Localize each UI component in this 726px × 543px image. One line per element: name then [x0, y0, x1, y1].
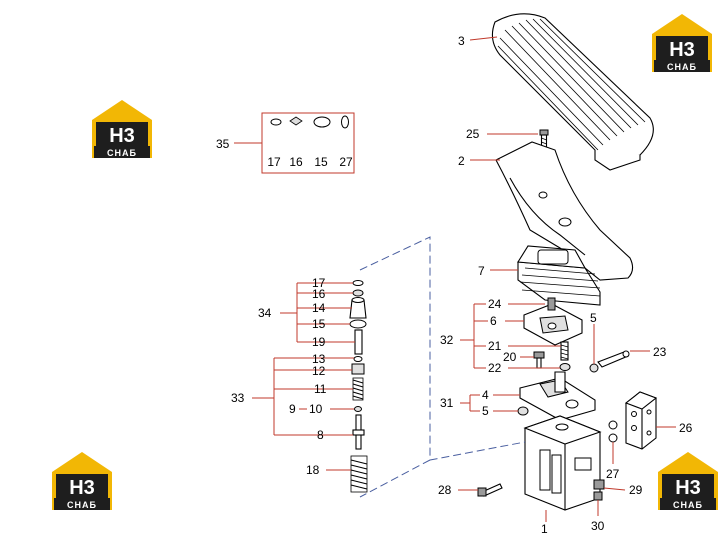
- nut-22: [559, 363, 571, 371]
- bolt-20: [533, 351, 545, 369]
- callout-30: 30: [591, 519, 605, 533]
- kit-label-16: 16: [289, 155, 303, 169]
- callout-26: 26: [679, 421, 693, 435]
- callout-20: 20: [503, 350, 517, 364]
- brand-logo-left: H3 СНАБ: [92, 100, 152, 158]
- callout-6: 6: [490, 314, 497, 328]
- callout-25: 25: [466, 127, 480, 141]
- brand-logo-bottom-right: H3 СНАБ: [658, 452, 718, 510]
- brand-logo-top-right: H3 СНАБ: [652, 14, 712, 72]
- callout-34: 34: [258, 306, 272, 320]
- spring-screw-21: [560, 341, 569, 361]
- svg-text:H3: H3: [109, 125, 135, 147]
- fitting-29: [593, 479, 605, 490]
- callout-14: 14: [312, 301, 326, 315]
- group-31-leaders: [460, 394, 480, 412]
- callout-1: 1: [541, 522, 548, 536]
- svg-text:H3: H3: [69, 477, 95, 499]
- callout-33: 33: [231, 391, 245, 405]
- svg-text:СНАБ: СНАБ: [673, 500, 703, 510]
- roller-bracket-4: [519, 371, 596, 421]
- bushing-5-right: [589, 363, 599, 373]
- brand-logo-bottom-left: H3 СНАБ: [52, 452, 112, 510]
- svg-text:СНАБ: СНАБ: [107, 148, 137, 158]
- callout-32: 32: [440, 333, 454, 347]
- callout-35: 35: [216, 137, 230, 151]
- screw-28: [477, 483, 503, 497]
- callout-9: 9: [289, 402, 296, 416]
- group-33-leaders: [252, 357, 354, 436]
- callout-31: 31: [440, 396, 454, 410]
- callout-18: 18: [306, 463, 320, 477]
- valve-body: [523, 415, 602, 511]
- callout-2: 2: [458, 154, 465, 168]
- callout-15: 15: [312, 317, 326, 331]
- callout-5-top: 5: [590, 311, 597, 325]
- fitting-30: [593, 491, 603, 501]
- pedal-pad: [491, 13, 654, 171]
- callout-24: 24: [488, 297, 502, 311]
- callout-17: 17: [312, 276, 326, 290]
- seal-kit-box: 17 16 15 27 35: [216, 112, 355, 174]
- callout-5-bottom: 5: [482, 404, 489, 418]
- callout-27: 27: [606, 467, 620, 481]
- kit-label-27: 27: [339, 155, 353, 169]
- plunger-stack: [349, 280, 368, 493]
- svg-text:СНАБ: СНАБ: [667, 62, 697, 72]
- group-32-leaders: [460, 303, 488, 369]
- callout-16: 16: [312, 287, 326, 301]
- callout-19: 19: [312, 335, 326, 349]
- callout-29: 29: [629, 483, 643, 497]
- callout-4: 4: [482, 388, 489, 402]
- kit-label-17: 17: [267, 155, 281, 169]
- callout-23: 23: [653, 345, 667, 359]
- bracket-6: [523, 297, 583, 346]
- callout-28: 28: [438, 483, 452, 497]
- group-34-leaders: [280, 282, 355, 343]
- callout-11: 11: [314, 382, 327, 396]
- o-ring-27: [608, 420, 618, 443]
- callout-13: 13: [312, 352, 326, 366]
- callout-21: 21: [488, 339, 502, 353]
- callout-7: 7: [478, 264, 485, 278]
- callout-22: 22: [488, 361, 502, 375]
- callout-3: 3: [458, 34, 465, 48]
- callout-12: 12: [312, 364, 326, 378]
- rubber-boot: [517, 245, 601, 306]
- callout-10: 10: [309, 402, 323, 416]
- pedal-arm: [495, 141, 634, 281]
- hidden-center-lines: [359, 236, 526, 498]
- svg-text:СНАБ: СНАБ: [67, 500, 97, 510]
- pin-23: [597, 350, 630, 368]
- svg-text:H3: H3: [675, 477, 701, 499]
- svg-text:H3: H3: [669, 39, 695, 61]
- side-block-26: [624, 391, 658, 450]
- kit-label-15: 15: [314, 155, 328, 169]
- bushing-5-left: [517, 406, 529, 416]
- callout-8: 8: [317, 428, 324, 442]
